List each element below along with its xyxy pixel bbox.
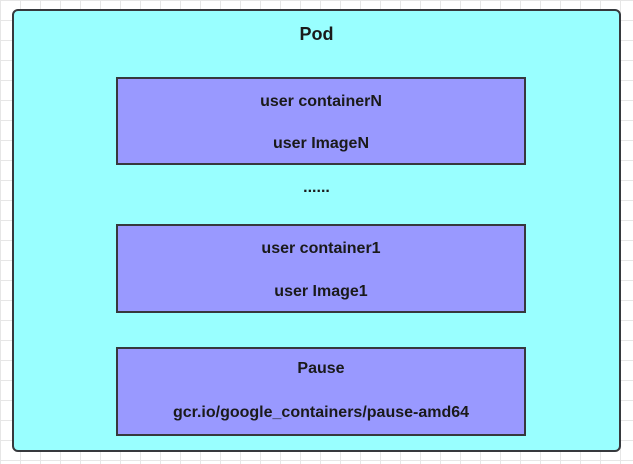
container-name: user container1 <box>261 240 381 257</box>
user-container-n-box: user containerN user ImageN <box>116 77 526 165</box>
container-name: user containerN <box>260 93 382 110</box>
pause-container-box: Pause gcr.io/google_containers/pause-amd… <box>116 347 526 436</box>
container-image: user Image1 <box>274 283 368 300</box>
container-image: gcr.io/google_containers/pause-amd64 <box>172 404 470 421</box>
pod-title: Pod <box>299 24 334 44</box>
pod-box: Pod user containerN user ImageN ...... u… <box>12 9 621 452</box>
container-image: user ImageN <box>272 135 370 152</box>
container-name: Pause <box>297 360 345 377</box>
ellipsis: ...... <box>303 179 330 196</box>
user-container-1-box: user container1 user Image1 <box>116 224 526 313</box>
